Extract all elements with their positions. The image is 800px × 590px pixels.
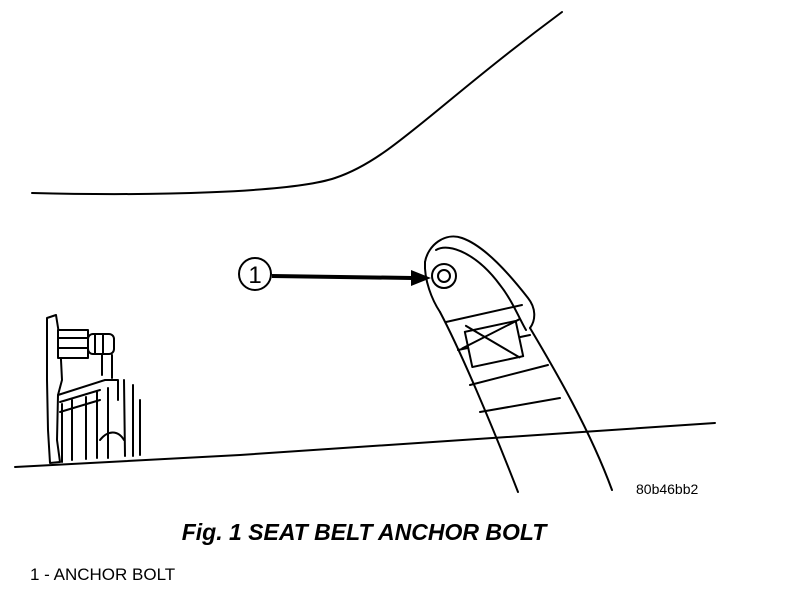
figure-id: 80b46bb2 (636, 481, 699, 497)
callout-leader (271, 274, 413, 280)
door-opening-outline (31, 11, 563, 196)
callout-number: 1 (248, 262, 261, 289)
seat-bracket (46, 314, 141, 464)
seat-belt-strap (423, 235, 613, 493)
legend-item: 1 - ANCHOR BOLT (30, 565, 176, 584)
floor-line (14, 422, 716, 468)
callout-1: 1 (238, 257, 431, 291)
figure-caption: Fig. 1 SEAT BELT ANCHOR BOLT (181, 519, 547, 545)
seat-belt-anchor-diagram: 1 80b46bb2 (14, 11, 716, 497)
anchor-bolt (431, 263, 457, 289)
callout-arrowhead (411, 270, 431, 286)
callout-circle (238, 257, 272, 291)
